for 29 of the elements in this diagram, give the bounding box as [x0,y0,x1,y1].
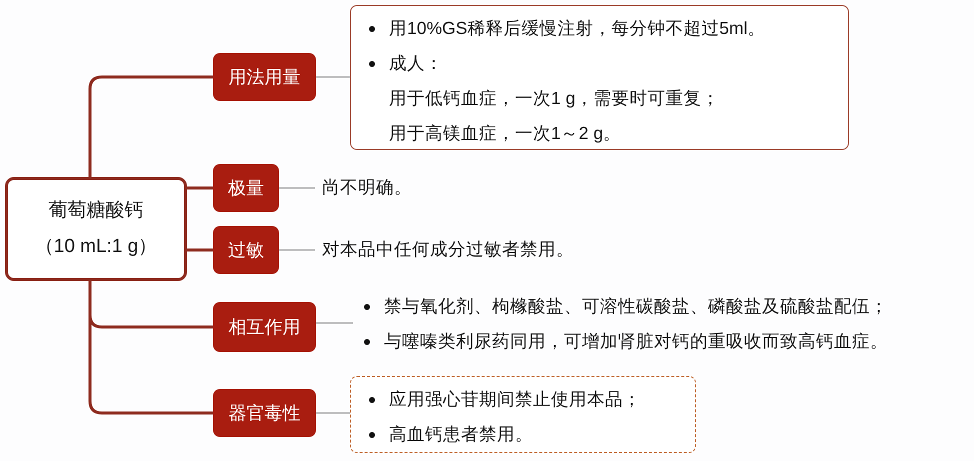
topic-text: 葡萄糖酸钙 [48,199,144,223]
branch-line [187,248,213,252]
bullet-item: 用10%GS稀释后缓慢注射，每分钟不超过5ml。 [365,11,848,46]
branch-line [88,76,213,177]
note-text: 用于低钙血症，一次1 g，需要时可重复； [388,87,720,110]
note-box [350,376,696,453]
bullet-item: 禁与氧化剂、枸橼酸盐、可溶性碳酸盐、磷酸盐及硫酸盐配伍； [360,289,972,324]
branch-line [88,281,213,414]
topic-text: （10 mL:1 g） [34,235,158,259]
connector-line [316,322,353,324]
topic-box [5,177,187,281]
note-text: 用于高镁血症，一次1～2 g。 [388,122,622,145]
bullet-item: 与噻嗪类利尿药同用，可增加肾脏对钙的重吸收而致高钙血症。 [360,324,972,359]
bullet-item: 应用强心苷期间禁止使用本品； [365,382,695,417]
connector-line [316,76,350,78]
connector-line [279,249,315,251]
category-box: 极量 [213,164,279,212]
connector-line [316,412,350,414]
branch-line [187,186,213,190]
note-box [350,5,849,150]
category-box: 相互作用 [213,302,316,352]
note-text: 尚不明确。 [322,176,413,199]
connector-line [279,187,315,189]
note-text: 对本品中任何成分过敏者禁用。 [322,238,575,261]
category-box: 用法用量 [213,53,316,101]
bullet-item: 高血钙患者禁用。 [365,417,695,452]
category-box: 过敏 [213,226,279,274]
bullet-item: 成人： [365,46,848,81]
category-box: 器官毒性 [213,389,316,437]
